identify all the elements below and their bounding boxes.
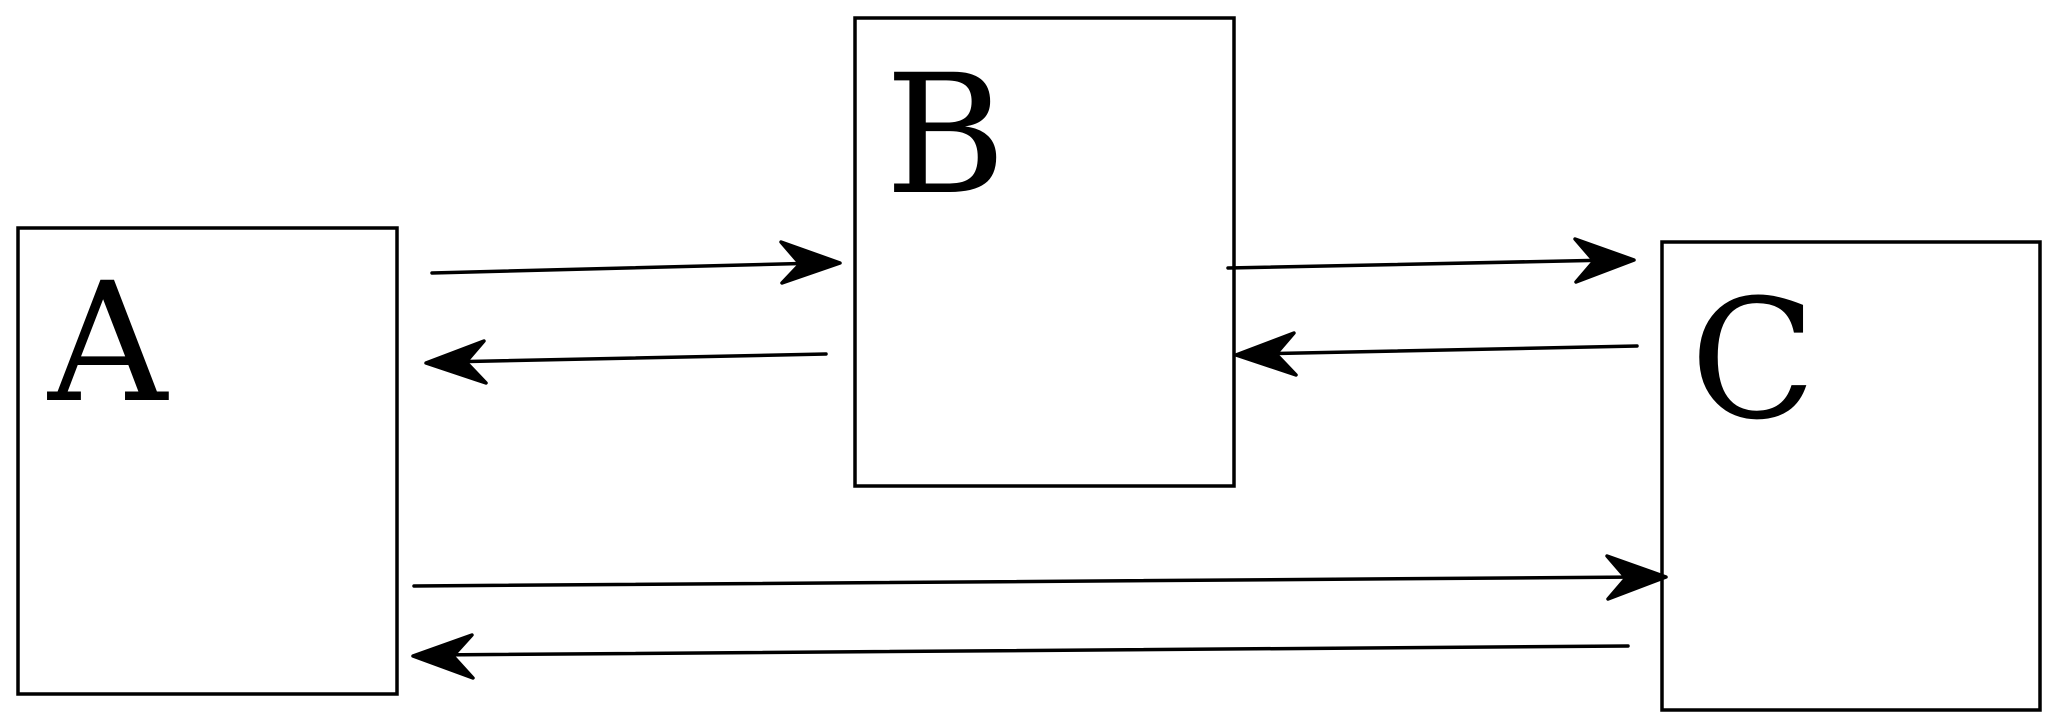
edge-b-to-c-line <box>1226 258 1614 270</box>
node-b: B <box>853 16 1236 488</box>
edge-a-to-b-arrowhead <box>779 240 842 285</box>
edge-b-to-c <box>1226 237 1636 284</box>
edge-b-to-c-arrowhead <box>1573 237 1636 284</box>
edge-a-to-b <box>430 240 842 285</box>
edge-c-to-a-arrowhead <box>411 633 475 680</box>
node-b-label: B <box>885 39 1006 231</box>
edge-c-to-b-arrowhead <box>1234 331 1298 377</box>
node-c-label: C <box>1690 264 1816 456</box>
edge-c-to-b-line <box>1253 344 1639 356</box>
edge-b-to-a-line <box>443 352 828 364</box>
edge-a-to-c-line <box>412 575 1644 588</box>
node-a: A <box>16 226 399 696</box>
node-c-box <box>1660 240 2042 712</box>
edge-a-to-c-arrowhead <box>1605 554 1668 601</box>
node-a-box <box>16 226 399 696</box>
edge-c-to-a <box>411 633 1630 680</box>
node-b-box <box>853 16 1236 488</box>
edge-b-to-a <box>424 339 828 385</box>
edge-a-to-c <box>412 554 1668 601</box>
node-a-label: A <box>47 247 169 439</box>
edge-a-to-b-line <box>430 261 822 275</box>
edge-b-to-a-arrowhead <box>424 339 488 385</box>
edge-c-to-b <box>1234 331 1639 377</box>
edge-c-to-a-line <box>430 644 1630 657</box>
node-c: C <box>1660 240 2042 712</box>
